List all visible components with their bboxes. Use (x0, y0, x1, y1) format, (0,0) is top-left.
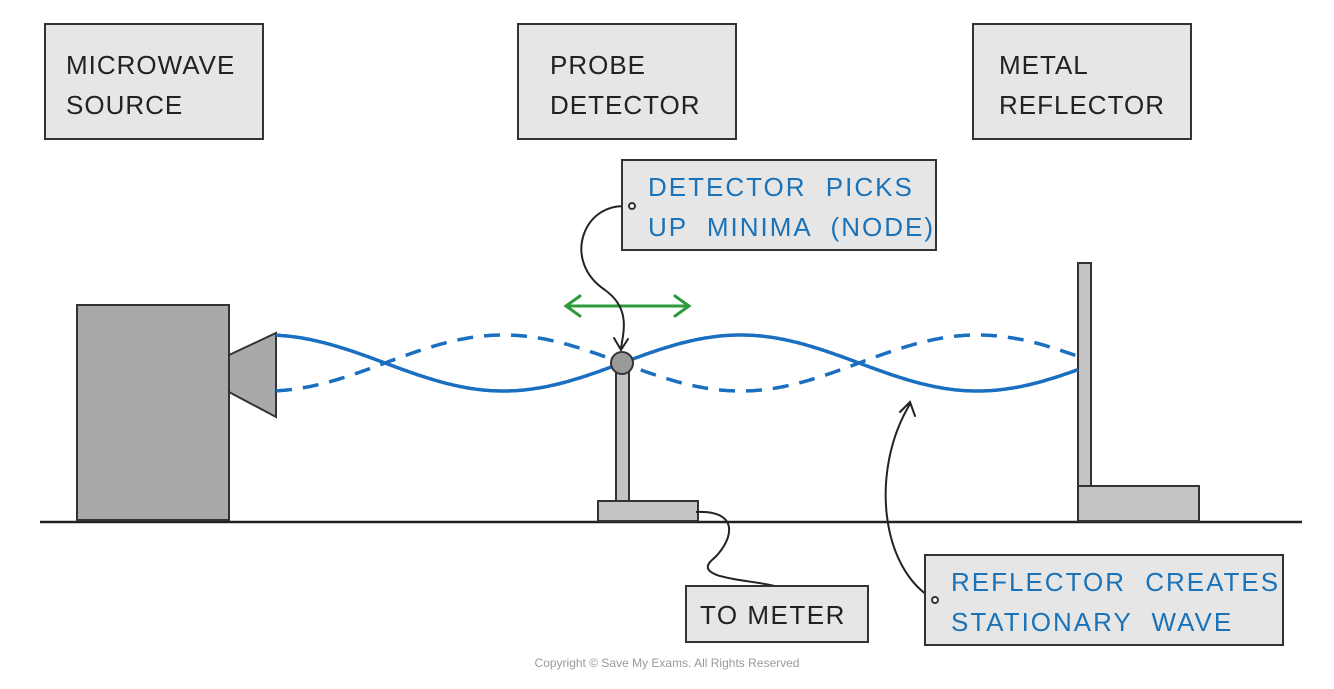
label-line: REFLECTOR (999, 90, 1165, 120)
double-arrow-icon (563, 294, 692, 318)
microwave-source-body (76, 304, 230, 521)
wave-dashed (275, 333, 1079, 393)
probe-stand-base (597, 500, 699, 522)
annotation-line: STATIONARY WAVE (951, 607, 1234, 637)
meter-cable (695, 510, 779, 588)
tag-hole-icon (931, 596, 939, 604)
annotation-line: UP MINIMA (NODE) (648, 212, 935, 242)
detector-pointer-arrow (580, 205, 633, 352)
tag-hole-icon (628, 202, 636, 210)
annotation-line: DETECTOR PICKS (648, 172, 914, 202)
reflector-plate (1077, 262, 1092, 489)
label-line: DETECTOR (550, 90, 701, 120)
microwave-horn (228, 331, 277, 419)
label-microwave-source: MICROWAVE SOURCE (44, 23, 264, 140)
annotation-detector: DETECTOR PICKS UP MINIMA (NODE) (621, 159, 937, 251)
label-line: PROBE (550, 50, 647, 80)
wave-solid (275, 333, 1079, 393)
label-to-meter: TO METER (685, 585, 869, 643)
reflector-base (1077, 485, 1200, 522)
probe-stand-rod (615, 371, 630, 503)
annotation-line: REFLECTOR CREATES (951, 567, 1281, 597)
label-line: MICROWAVE (66, 50, 236, 80)
label-probe-detector: PROBE DETECTOR (517, 23, 737, 140)
probe-sphere (610, 351, 634, 375)
annotation-reflector: REFLECTOR CREATES STATIONARY WAVE (924, 554, 1284, 646)
label-line: TO METER (700, 600, 846, 630)
copyright-notice: Copyright © Save My Exams. All Rights Re… (534, 656, 800, 670)
label-metal-reflector: METAL REFLECTOR (972, 23, 1192, 140)
reflector-pointer-arrow (884, 400, 936, 601)
label-line: METAL (999, 50, 1089, 80)
label-line: SOURCE (66, 90, 184, 120)
